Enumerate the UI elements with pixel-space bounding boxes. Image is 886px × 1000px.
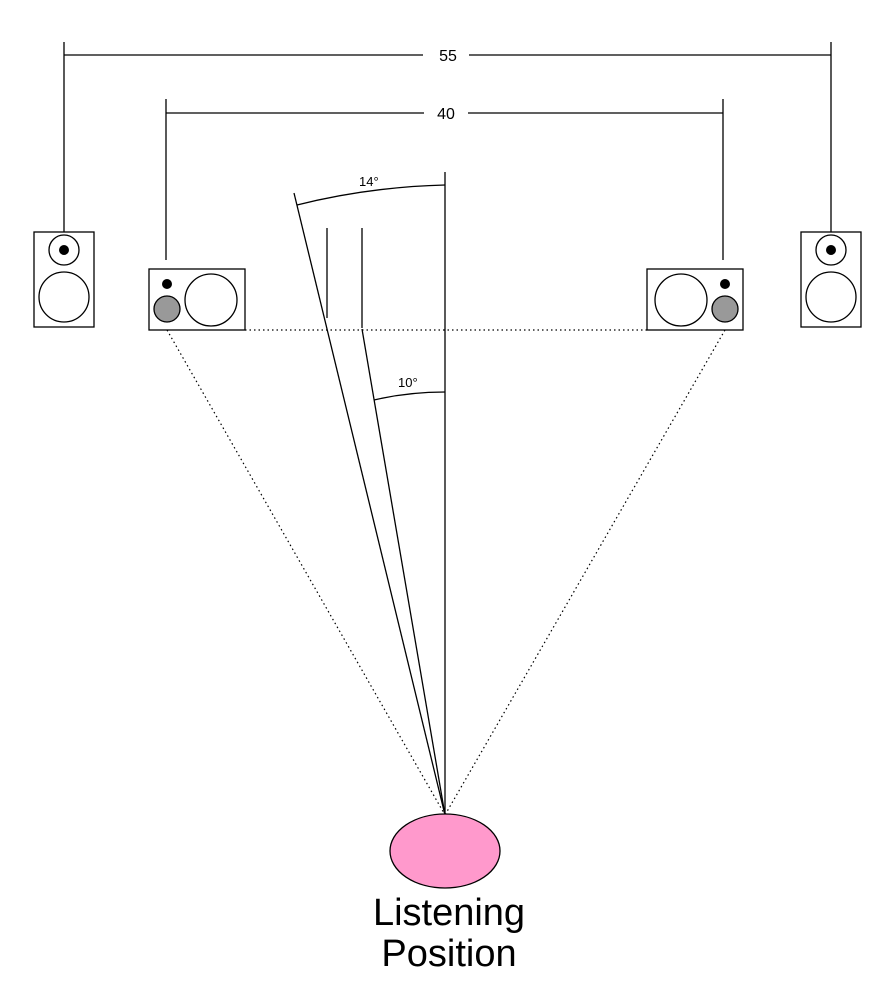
listening-position-marker: [389, 813, 501, 889]
tweeter-icon: [720, 279, 730, 289]
inner-width-dimension: 40: [165, 99, 724, 260]
woofer-icon: [38, 271, 90, 323]
ray-10-degrees: [361, 328, 446, 816]
outer-width-label: 55: [439, 48, 457, 65]
arc-14-degrees: [296, 184, 446, 206]
arc-10-degrees: [373, 391, 446, 401]
woofer-icon: [654, 273, 708, 327]
tweeter-icon: [59, 245, 69, 255]
midrange-icon: [711, 295, 739, 323]
left-sight-line: [166, 329, 446, 816]
inner-right-speaker: [646, 268, 744, 331]
right-sight-line: [444, 329, 726, 816]
inner-width-label: 40: [437, 106, 455, 123]
ray-14-degrees: [293, 192, 446, 816]
caption-line-1: Listening: [373, 892, 525, 934]
outer-right-speaker: [800, 231, 862, 328]
caption-line-2: Position: [381, 933, 516, 975]
angle-label-10: 10°: [398, 375, 418, 390]
tweeter-icon: [162, 279, 172, 289]
woofer-icon: [184, 273, 238, 327]
outer-left-speaker: [33, 231, 95, 328]
inner-left-speaker: [148, 268, 246, 331]
angle-label-14: 14°: [359, 174, 379, 189]
woofer-icon: [805, 271, 857, 323]
tweeter-icon: [826, 245, 836, 255]
midrange-icon: [153, 295, 181, 323]
outer-width-dimension: 55: [63, 42, 832, 232]
